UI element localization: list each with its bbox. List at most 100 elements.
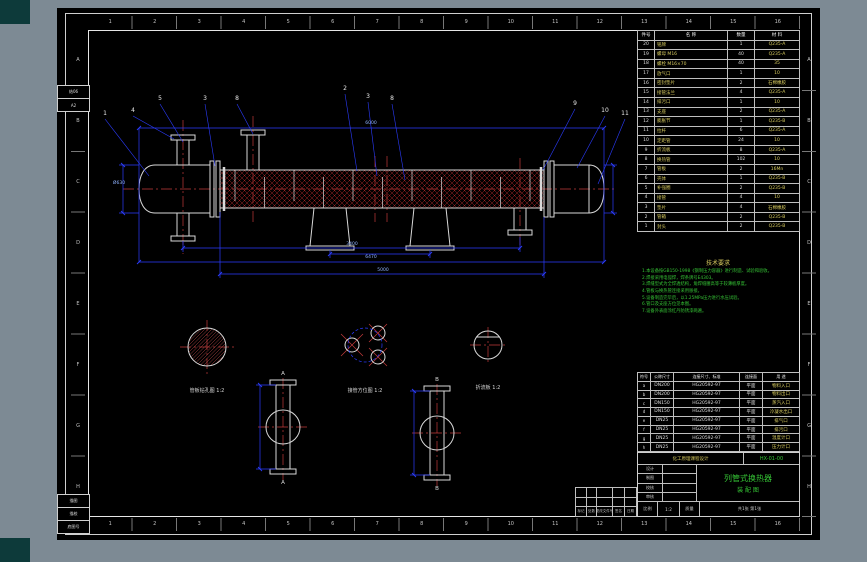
bom-cell: 1 (638, 222, 654, 231)
bom-header-cell: 名 称 (655, 31, 727, 40)
bom-cell: 4 (728, 193, 754, 203)
nozzle-cell: DN200 (651, 381, 673, 390)
bom-cell: 拉杆 (655, 126, 727, 136)
zone-label: H (807, 483, 811, 490)
unit-name: 化工原理课程设计 (638, 453, 744, 464)
nozzle-cell: 平面 (740, 416, 762, 425)
zone-label: F (807, 361, 811, 368)
revision-label-cell: 日期 (625, 507, 636, 516)
vessel-outline (138, 129, 605, 481)
section-mark: A (281, 480, 285, 486)
revision-strip: 标记处数更改文件号签名日期 (575, 487, 637, 517)
revision-cell (587, 488, 596, 497)
bom-cell: 35 (755, 59, 799, 69)
bom-cell: 1 (728, 40, 754, 50)
scale-label: 比例 (638, 502, 658, 516)
bom-cell: 接管 (655, 193, 727, 203)
bom-cell: 40 (728, 59, 754, 69)
baffle-lines (234, 170, 531, 208)
zone-label: 10 (507, 19, 514, 25)
bom-cell: 2 (728, 212, 754, 222)
zone-label: A (807, 57, 811, 64)
zone-label: 11 (552, 19, 559, 25)
zone-label: H (76, 483, 80, 490)
revision-cell (613, 488, 624, 497)
detail-flange (423, 474, 451, 481)
sign-value (663, 474, 696, 483)
bom-header-cell: 数量 (728, 31, 754, 40)
callout-leaders (104, 93, 626, 185)
revision-label-cell: 签名 (613, 507, 624, 516)
zone-label: 2 (153, 19, 157, 25)
nozzle-cell: DN200 (651, 390, 673, 399)
margin-cell: A2 (70, 102, 77, 108)
detail-shell-section-a (265, 409, 301, 445)
bom-cell: Q235-B (755, 212, 799, 222)
bom-cell: 2 (728, 164, 754, 174)
bom-cell: 补强圈 (655, 184, 727, 193)
bom-cell: 8 (638, 155, 654, 164)
bom-cell: 4 (728, 88, 754, 97)
bom-cell: 11 (638, 126, 654, 136)
nozzle-cell: g (638, 434, 650, 443)
zone-label: 5 (286, 19, 290, 25)
bom-cell: 封头 (655, 222, 727, 231)
revision-cell (625, 497, 636, 507)
nozzle-cell: 平面 (740, 381, 762, 390)
zone-label: D (76, 240, 80, 247)
nozzle-cell: 蒸汽入口 (763, 399, 799, 408)
nozzle-header-cell: 用 途 (763, 373, 799, 381)
bom-cell: 13 (638, 107, 654, 117)
bom-cell: 10 (755, 193, 799, 203)
bom-cell: 10 (755, 155, 799, 164)
note-line: 4.管板与换热管连接采用胀接。 (642, 288, 702, 294)
nozzle-cell: HG20592-97 (674, 390, 739, 399)
zone-label: 12 (596, 19, 603, 25)
detail-flange (269, 468, 297, 475)
zone-label: 10 (507, 521, 514, 527)
bom-cell: 折流板 (655, 145, 727, 155)
nozzle-cell: HG20592-97 (674, 443, 739, 451)
zone-label: 14 (685, 19, 692, 25)
sign-value (663, 465, 696, 474)
nozzle-header-cell: 符号 (638, 373, 650, 381)
zone-label: E (76, 300, 80, 307)
zone-label: 11 (552, 521, 559, 527)
bom-cell: 10 (638, 136, 654, 145)
bom-cell: 10 (755, 136, 799, 145)
flange-plate (543, 160, 549, 218)
detail-nozzle-hole (370, 325, 386, 341)
zone-label: 13 (641, 19, 648, 25)
bom-cell: 15 (638, 88, 654, 97)
callout-number: 11 (621, 110, 629, 117)
drawing-number: HX-01-00 (759, 455, 784, 462)
bom-cell: 支座 (655, 107, 727, 117)
sign-label: 设计 (638, 465, 662, 474)
bom-cell: 放气口 (655, 69, 727, 78)
bom-cell: 6 (638, 174, 654, 184)
nozzle-cell: DN150 (651, 408, 673, 416)
hole-cross-marks (340, 323, 388, 367)
saddle-support (309, 207, 351, 247)
zone-label: 7 (375, 521, 379, 527)
nozzle-header-cell: 连接面 (740, 373, 762, 381)
detail-shell-section-b (419, 415, 455, 451)
nozzle-cell: 排污口 (763, 425, 799, 434)
bom-cell: 接管法兰 (655, 88, 727, 97)
scale-value: 1:2 (658, 502, 680, 516)
bom-cell: 2 (728, 78, 754, 88)
callout-number: 3 (203, 95, 207, 102)
callout-number: 3 (366, 93, 370, 100)
nozzle-cell: DN25 (651, 434, 673, 443)
view-caption: 接管方位图 1:2 (348, 387, 383, 394)
bom-cell: 管板 (655, 164, 727, 174)
notes-lines: 1.本设备按GB150-1998《钢制压力容器》进行制造、试验和验收。2.焊接采… (642, 269, 794, 316)
